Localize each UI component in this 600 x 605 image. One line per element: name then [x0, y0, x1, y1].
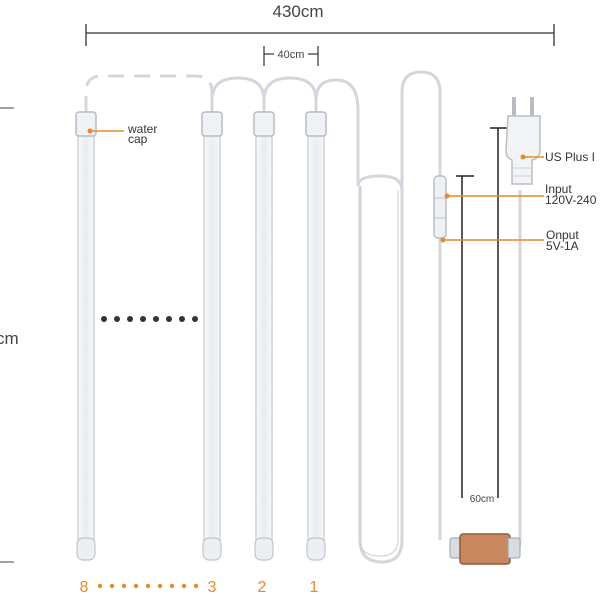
output-label-1: Onput [546, 228, 579, 242]
plug-label: US Plus I [545, 150, 595, 164]
tube-1 [305, 111, 327, 561]
controller-box [449, 533, 521, 565]
lead-wire [314, 78, 404, 564]
height-label-fragment: cm [0, 329, 19, 348]
input-label-1: Input [545, 182, 572, 196]
total-width-label: 430cm [272, 2, 323, 21]
output-callout: Onput 5V-1A [440, 228, 579, 253]
numbering-dots [97, 583, 199, 589]
wire-2-1 [262, 76, 318, 112]
controller-wire [400, 70, 442, 190]
tube-numbering: 8 3 2 1 [80, 579, 319, 596]
tube-2 [253, 111, 275, 561]
wire-3-2 [210, 76, 266, 112]
tube-spacing-dimension: 40cm [263, 46, 319, 66]
input-label-2: 120V-240 [545, 193, 597, 207]
tube-number-3: 3 [208, 579, 217, 596]
input-callout: Input 120V-240 [444, 182, 597, 207]
tube-8 [75, 111, 97, 561]
tube-spacing-label: 40cm [278, 49, 305, 61]
inline-connector [433, 175, 447, 239]
us-plug-icon [505, 97, 541, 185]
tube-3 [201, 111, 223, 561]
omitted-tubes-dots [101, 316, 198, 322]
plug-cable [511, 190, 522, 554]
connecting-wires [84, 70, 522, 564]
water-cap-callout: water cap [87, 122, 157, 146]
tube-number-2: 2 [258, 579, 267, 596]
height-dimension-fragment: cm [0, 107, 19, 563]
hidden-tubes-wire [84, 74, 214, 112]
water-cap-label-1: water [127, 122, 157, 136]
tube-number-1: 1 [310, 579, 319, 596]
water-cap-label-2: cap [128, 132, 148, 146]
cable-length-dimension: 60cm [456, 127, 510, 505]
total-width-dimension: 430cm [85, 2, 555, 46]
tube-number-8: 8 [80, 579, 89, 596]
water-cap-8 [75, 111, 97, 137]
plug-callout: US Plus I [520, 150, 595, 164]
output-label-2: 5V-1A [546, 239, 579, 253]
cable-length-label: 60cm [470, 494, 494, 505]
